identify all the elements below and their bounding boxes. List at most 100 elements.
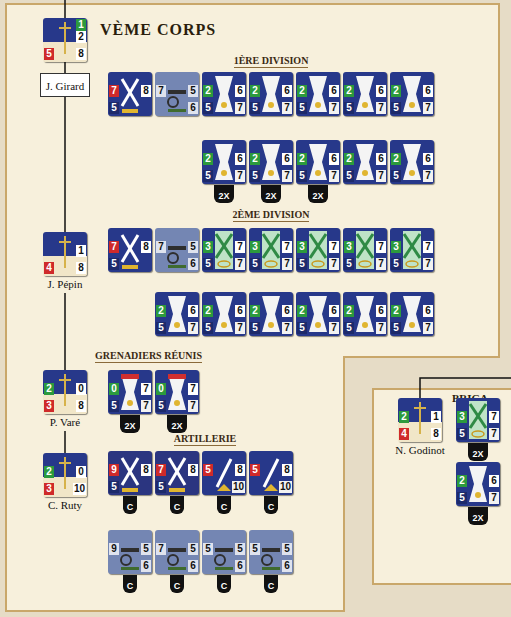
- counter-value: 5: [250, 258, 260, 270]
- counter-value: 5: [457, 428, 467, 440]
- unit-counter-face: 2657: [296, 140, 340, 184]
- eagle-mark: [174, 400, 180, 406]
- unit-counter-face: 756: [155, 228, 199, 272]
- counter-value: 5: [203, 102, 213, 114]
- counter-value: 7: [109, 241, 119, 253]
- chasseur-field: [309, 231, 327, 269]
- unit-counter: 3757: [343, 228, 387, 272]
- counter-value: 5: [457, 492, 467, 504]
- counter-value: 7: [282, 322, 292, 334]
- counter-value: 7: [423, 241, 433, 253]
- unit-counter: 3757: [390, 228, 434, 272]
- ground-strip: [168, 109, 186, 112]
- counter-value: 3: [44, 483, 54, 495]
- counter-value: 5: [250, 170, 260, 182]
- counter-value: 4: [399, 428, 409, 440]
- strength-tag: C: [123, 496, 138, 514]
- eagle-mark: [475, 492, 481, 498]
- unit-counter-face: 2657: [202, 140, 246, 184]
- unit-counter-face: 0757: [108, 370, 152, 414]
- infantry-symbol: [309, 144, 327, 180]
- counter-value: 5: [344, 322, 354, 334]
- gun-barrel: [168, 246, 186, 250]
- unit-counter: 2657: [390, 140, 434, 184]
- sabre-symbol: [357, 234, 373, 258]
- gun-barrel: [121, 548, 139, 552]
- counter-value: 7: [489, 411, 499, 423]
- counter-value: 5: [297, 258, 307, 270]
- unit-counter-face: 2657: [296, 292, 340, 336]
- horse-bar: [122, 265, 138, 269]
- infantry-symbol: [215, 296, 233, 332]
- section-heading: 1ÈRE DIVISION: [234, 55, 309, 68]
- counter-value: 5: [391, 170, 401, 182]
- tag-text: C: [127, 581, 134, 591]
- counter-value: 5: [203, 543, 213, 555]
- tag-text: C: [174, 581, 181, 591]
- sword-symbol: [419, 402, 421, 434]
- counter-value: 7: [282, 170, 292, 182]
- section-heading: ARTILLERIE: [174, 433, 236, 446]
- command-connector: [64, 293, 66, 370]
- strength-tag: C: [217, 496, 232, 514]
- counter-value: 6: [282, 85, 292, 97]
- sword-symbol: [64, 457, 66, 489]
- sword-guard: [414, 407, 426, 409]
- sabre-symbol: [169, 458, 185, 485]
- unit-counter: 3757: [202, 228, 246, 272]
- counter-value: 3: [457, 411, 467, 423]
- sabre-symbol: [470, 404, 486, 428]
- counter-value: 5: [109, 102, 119, 114]
- unit-counter: 556: [249, 530, 293, 574]
- unit-counter-face: 3757: [343, 228, 387, 272]
- strength-tag: C: [264, 575, 279, 593]
- counter-value: 2: [391, 305, 401, 317]
- counter-value: 7: [376, 258, 386, 270]
- leader-counter-face: 1258: [43, 18, 87, 62]
- unit-counter: 785: [108, 72, 152, 116]
- counter-value: 6: [235, 305, 245, 317]
- counter-value: 6: [141, 560, 151, 572]
- counter-value: 5: [109, 481, 119, 493]
- infantry-symbol: [215, 76, 233, 112]
- unit-counter: 5810: [249, 451, 293, 495]
- ground-strip: [215, 567, 233, 570]
- unit-counter-face: 785: [108, 72, 152, 116]
- infantry-symbol: [356, 144, 374, 180]
- strength-tag: 2X: [468, 443, 487, 461]
- counter-value: 5: [344, 102, 354, 114]
- eagle-mark: [268, 170, 274, 176]
- unit-counter: 556: [202, 530, 246, 574]
- counter-value: 3: [250, 241, 260, 253]
- unit-counter-face: 2657: [249, 140, 293, 184]
- strength-tag: C: [170, 496, 185, 514]
- counter-value: 5: [44, 48, 54, 60]
- unit-counter-face: 556: [202, 530, 246, 574]
- tag-text: C: [268, 581, 275, 591]
- infantry-symbol: [309, 76, 327, 112]
- sword-symbol: [64, 22, 66, 54]
- tag-text: C: [174, 502, 181, 512]
- counter-value: 3: [344, 241, 354, 253]
- horse-bar: [122, 109, 138, 113]
- eagle-mark: [268, 322, 274, 328]
- horn-mark: [312, 261, 324, 267]
- strength-tag: C: [123, 575, 138, 593]
- unit-counter: 2657: [202, 140, 246, 184]
- grenadier-band: [121, 374, 139, 379]
- counter-value: 7: [423, 102, 433, 114]
- counter-value: 5: [188, 241, 198, 253]
- sabre-symbol: [263, 234, 279, 258]
- leader-counter: 1258: [43, 18, 87, 62]
- counter-value: 6: [282, 153, 292, 165]
- counter-value: 0: [76, 466, 86, 478]
- counter-value: 8: [431, 428, 441, 440]
- counter-value: 8: [76, 48, 86, 60]
- counter-value: 5: [391, 258, 401, 270]
- command-connector: [64, 431, 66, 453]
- tag-text: C: [268, 502, 275, 512]
- counter-value: 2: [203, 85, 213, 97]
- infantry-symbol: [168, 374, 186, 410]
- leader-counter-face: 2038: [43, 370, 87, 414]
- unit-counter-face: 956: [108, 530, 152, 574]
